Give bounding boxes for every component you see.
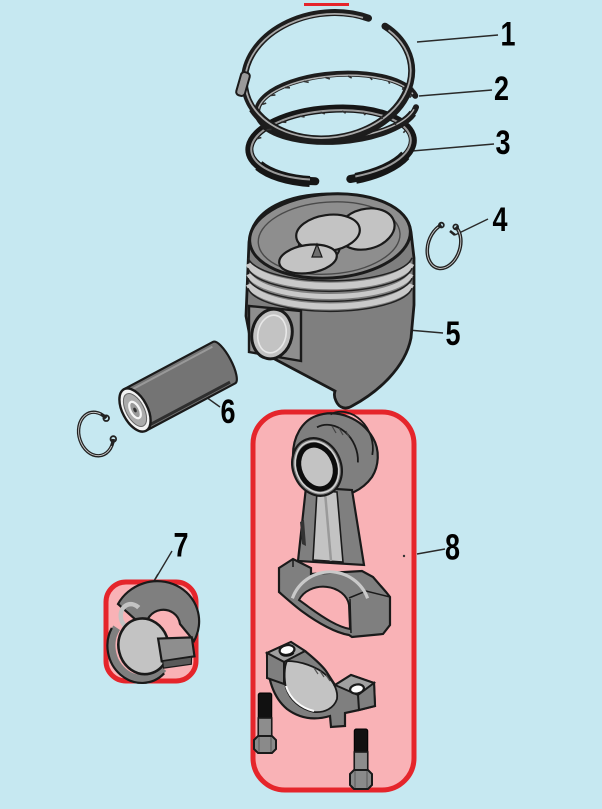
svg-text:5: 5 bbox=[446, 315, 461, 353]
svg-text:3: 3 bbox=[496, 124, 511, 162]
svg-text:1: 1 bbox=[501, 16, 516, 54]
svg-text:4: 4 bbox=[493, 201, 508, 239]
svg-text:8: 8 bbox=[445, 527, 460, 568]
svg-text:7: 7 bbox=[174, 527, 189, 565]
svg-text:6: 6 bbox=[221, 393, 236, 431]
svg-text:2: 2 bbox=[494, 70, 509, 108]
